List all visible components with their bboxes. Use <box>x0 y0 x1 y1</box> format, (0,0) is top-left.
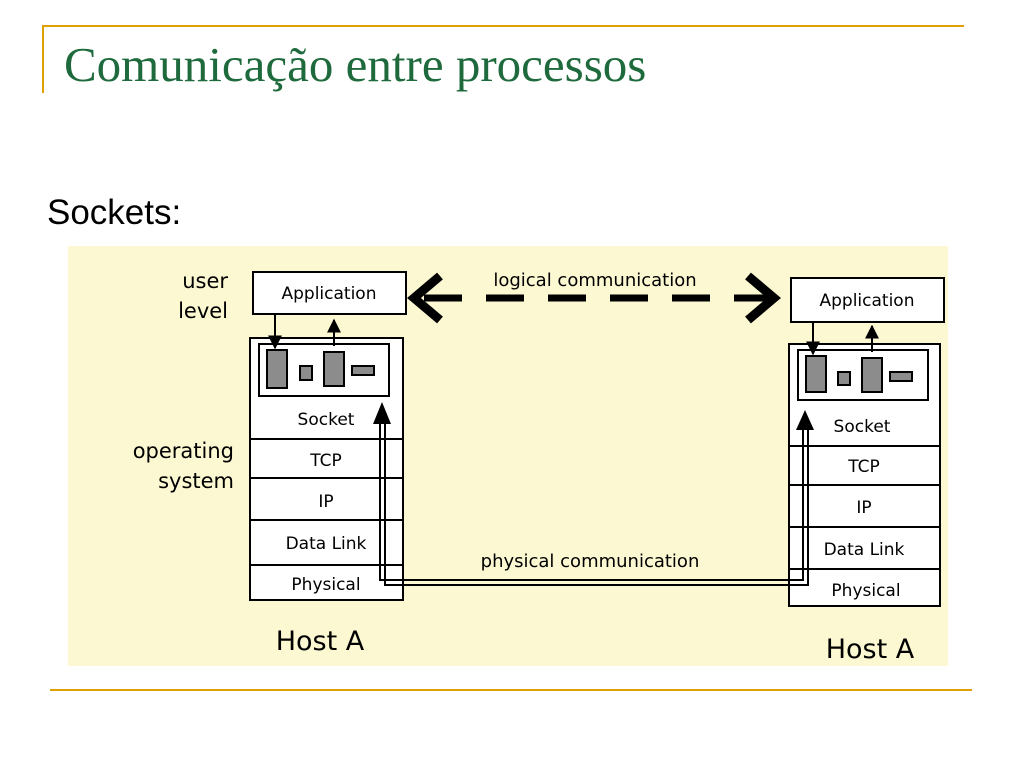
right-layer-tcp: TCP <box>847 457 880 477</box>
right-host-stack: Application Socket TCP IP Data Link Phys… <box>788 277 945 665</box>
left-host-stack: Application Socket TCP IP Data Link Phys… <box>249 271 407 657</box>
sockets-diagram: user level operating system logical comm… <box>68 246 948 666</box>
user-level-label-2: level <box>178 299 228 323</box>
left-host-name: Host A <box>276 626 365 657</box>
right-layer-ip: IP <box>856 498 871 518</box>
right-host-name: Host A <box>826 634 915 665</box>
left-application-box <box>252 271 407 315</box>
right-layer-socket: Socket <box>834 417 891 437</box>
operating-system-label-1: operating <box>133 439 234 463</box>
user-level-label-1: user <box>182 269 228 293</box>
physical-communication-label: physical communication <box>481 551 700 572</box>
right-application-box <box>790 277 945 323</box>
logical-communication-arrow <box>407 272 781 324</box>
left-layer-tcp: TCP <box>309 451 342 471</box>
slide-title: Comunicação entre processos <box>64 37 647 92</box>
right-layer-physical: Physical <box>831 581 900 601</box>
physical-communication-path <box>373 402 814 586</box>
slide-subtitle: Sockets: <box>47 193 182 232</box>
logical-communication-label: logical communication <box>493 270 696 291</box>
right-layer-data-link: Data Link <box>824 540 905 560</box>
left-layer-physical: Physical <box>291 575 360 595</box>
left-application-label: Application <box>282 284 377 304</box>
right-application-label: Application <box>820 291 915 311</box>
title-accent-horizontal <box>42 25 964 27</box>
title-accent-vertical <box>42 25 44 93</box>
left-layer-data-link: Data Link <box>286 534 367 554</box>
footer-accent-rule <box>50 689 972 691</box>
left-layer-socket: Socket <box>298 410 355 430</box>
operating-system-label-2: system <box>158 469 234 493</box>
left-layer-ip: IP <box>318 492 333 512</box>
